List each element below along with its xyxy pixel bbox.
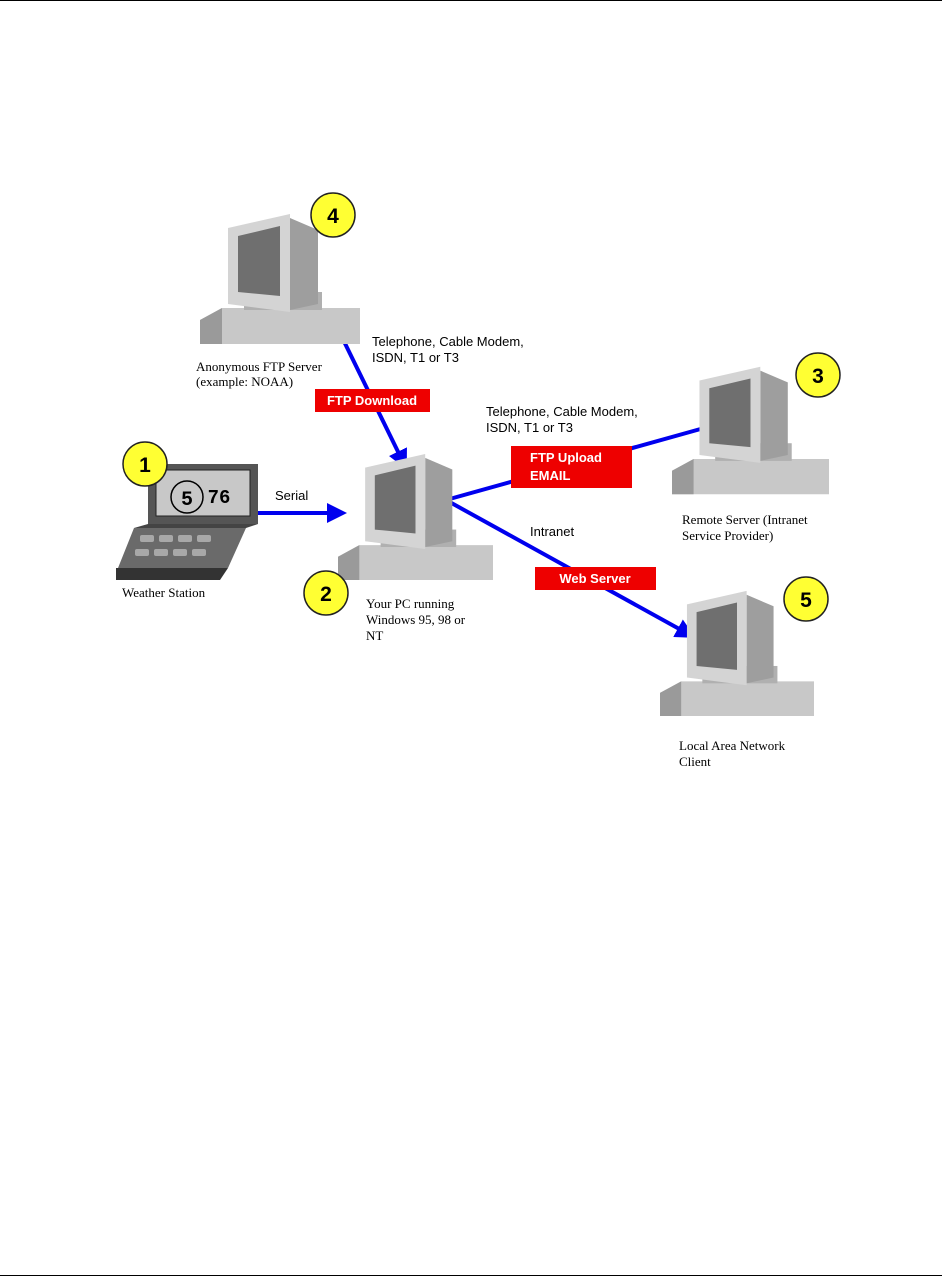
- ftp-download-badge: FTP Download: [315, 389, 430, 412]
- svg-text:4: 4: [327, 205, 339, 228]
- lan-client-label-line2: Client: [679, 754, 711, 769]
- ftp-upload-connection-label-line1: Telephone, Cable Modem,: [486, 404, 638, 419]
- svg-text:FTP Upload: FTP Upload: [530, 450, 602, 465]
- svg-text:FTP Download: FTP Download: [327, 393, 417, 408]
- number-badge-5: 5: [783, 576, 829, 622]
- number-badge-2: 2: [303, 570, 349, 616]
- remote-server-label-line2: Service Provider): [682, 528, 773, 543]
- number-badge-4: 4: [310, 192, 356, 238]
- wind-dial-icon: [170, 480, 204, 514]
- svg-text:1: 1: [139, 454, 151, 477]
- number-badge-1: 1: [122, 441, 168, 487]
- ftp-server-label-line1: Anonymous FTP Server: [196, 359, 323, 374]
- top-rule: [0, 0, 942, 1]
- bottom-rule: [0, 1275, 942, 1276]
- weather-station-label: Weather Station: [122, 585, 206, 600]
- station-display-left: 5: [181, 489, 193, 512]
- remote-server-label-line1: Remote Server (Intranet: [682, 512, 808, 527]
- your-pc-label-line1: Your PC running: [366, 596, 455, 611]
- svg-text:Web Server: Web Server: [559, 571, 630, 586]
- your-pc-label-line3: NT: [366, 628, 383, 643]
- weather-station-icon: 5 76: [116, 464, 258, 580]
- your-pc-label-line2: Windows 95, 98 or: [366, 612, 466, 627]
- station-display-right: 76: [208, 487, 231, 509]
- ftp-download-connection-label-line2: ISDN, T1 or T3: [372, 350, 459, 365]
- svg-text:EMAIL: EMAIL: [530, 468, 571, 483]
- ftp-upload-connection-label-line2: ISDN, T1 or T3: [486, 420, 573, 435]
- ftp-upload-badge: FTP Upload EMAIL: [511, 446, 632, 488]
- svg-text:3: 3: [812, 365, 824, 388]
- number-badge-3: 3: [795, 352, 841, 398]
- ftp-download-connection-label-line1: Telephone, Cable Modem,: [372, 334, 524, 349]
- intranet-label: Intranet: [530, 524, 574, 539]
- serial-label: Serial: [275, 488, 308, 503]
- svg-text:5: 5: [800, 589, 812, 612]
- web-server-badge: Web Server: [535, 567, 656, 590]
- svg-text:2: 2: [320, 583, 332, 606]
- your-pc-computer-icon: [338, 454, 493, 580]
- lan-client-label-line1: Local Area Network: [679, 738, 786, 753]
- ftp-server-label-line2: (example: NOAA): [196, 374, 293, 389]
